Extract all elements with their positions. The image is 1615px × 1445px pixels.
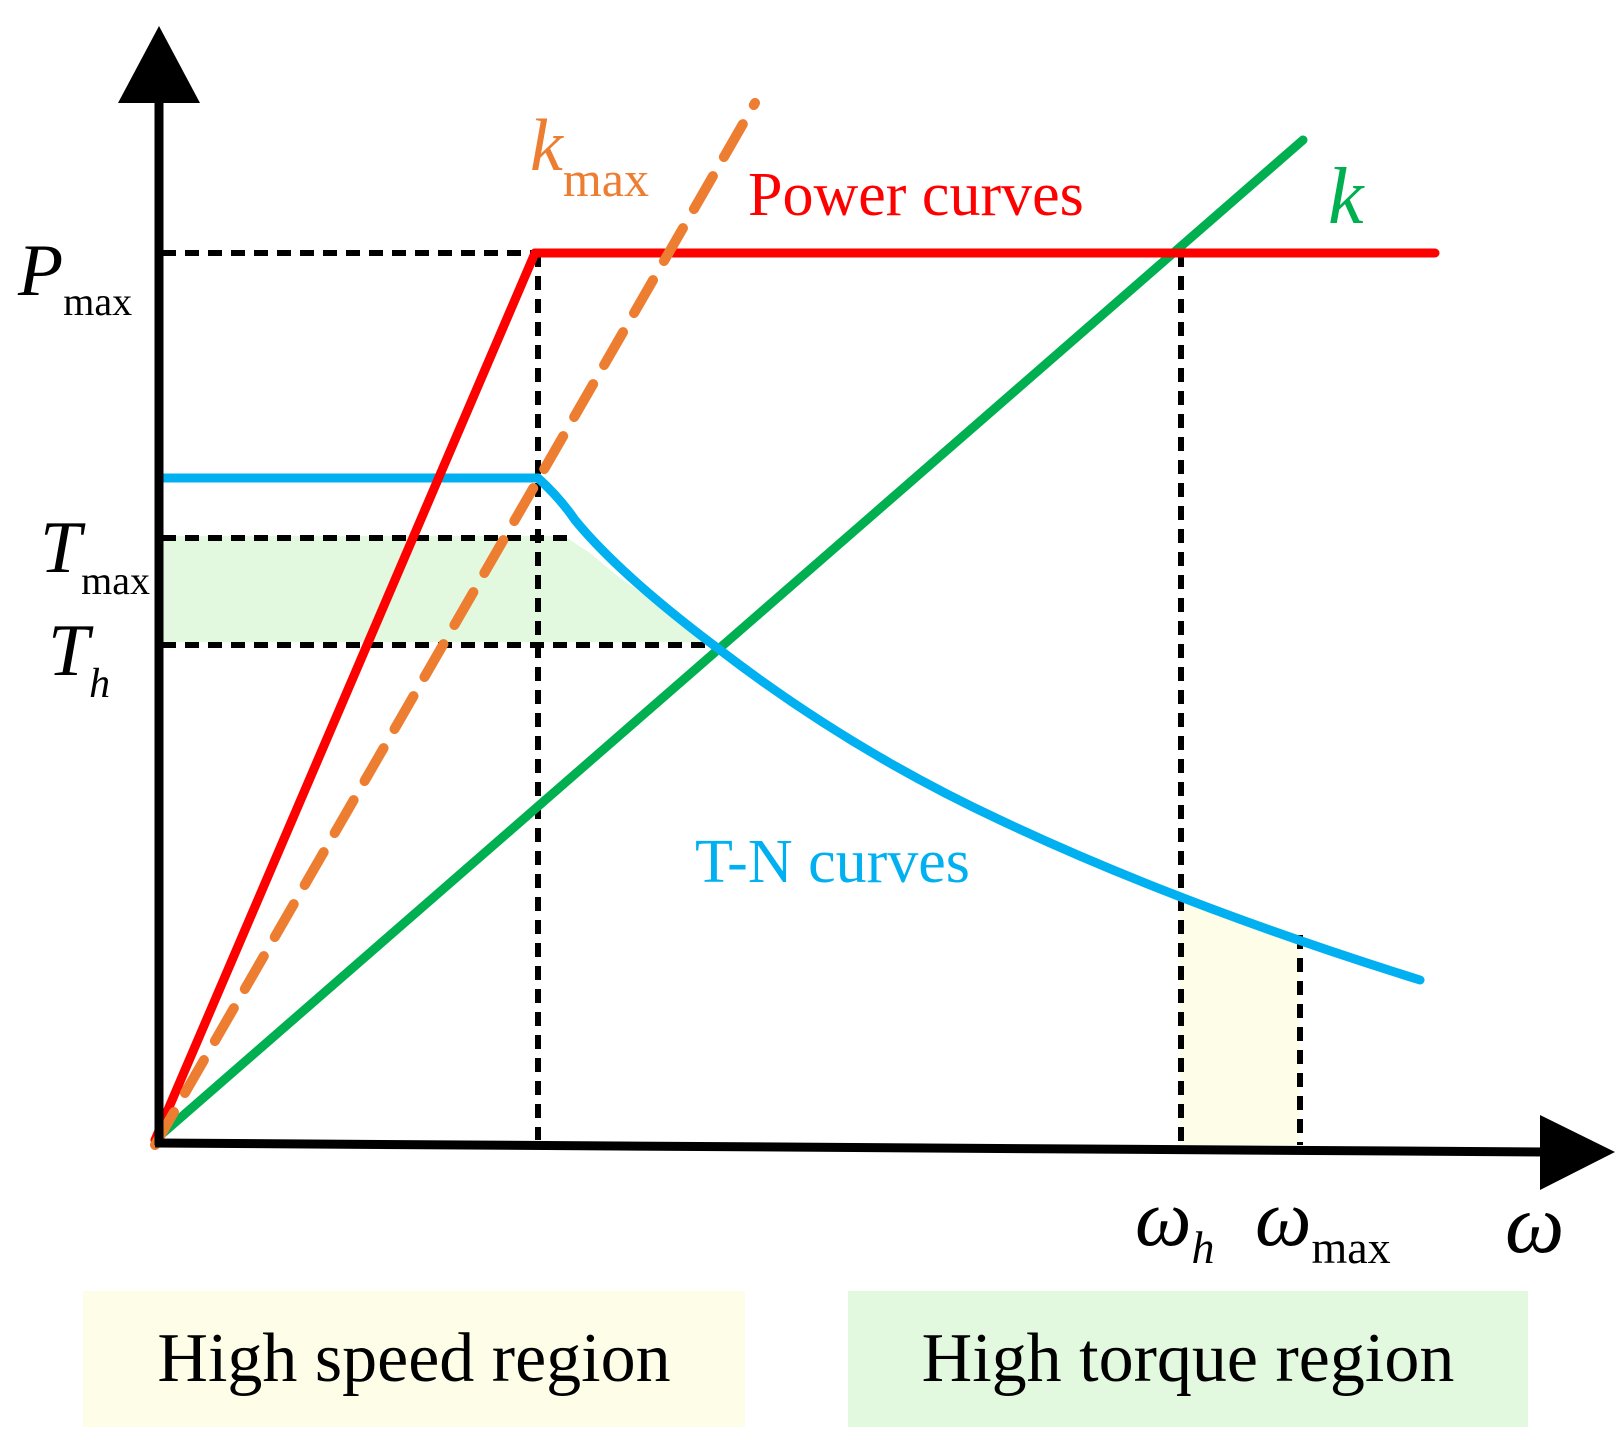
omega-h-subscript: h bbox=[1191, 1222, 1214, 1273]
omega-h-label: ωh bbox=[1135, 1175, 1214, 1273]
tn-curve bbox=[157, 473, 1425, 985]
x-axis-arrowhead bbox=[1540, 1115, 1615, 1190]
k-max-label: kmax bbox=[530, 105, 649, 207]
high-torque-region-label: High torque region bbox=[921, 1320, 1455, 1397]
p-max-subscript: max bbox=[63, 279, 132, 324]
t-max-label: Tmax bbox=[40, 507, 150, 603]
omega-max-subscript: max bbox=[1311, 1222, 1390, 1273]
t-max-subscript: max bbox=[81, 558, 150, 603]
power-curves-label: Power curves bbox=[748, 161, 1084, 229]
high-torque-shaded-area bbox=[162, 536, 712, 642]
omega-max-label: ωmax bbox=[1255, 1175, 1391, 1273]
power-curve bbox=[150, 248, 1440, 1145]
high-speed-region-label: High speed region bbox=[157, 1320, 671, 1397]
high-speed-region-box bbox=[83, 1291, 745, 1427]
y-axis-arrowhead bbox=[118, 26, 200, 103]
k-max-line bbox=[150, 98, 760, 1150]
high-torque-region-box bbox=[848, 1291, 1528, 1427]
tn-curves-label: T-N curves bbox=[695, 828, 970, 896]
t-h-label: Th bbox=[48, 610, 110, 707]
x-axis bbox=[154, 1138, 1546, 1157]
k-max-subscript: max bbox=[563, 151, 649, 207]
high-speed-shaded-area bbox=[1180, 893, 1300, 1145]
t-h-subscript: h bbox=[89, 661, 110, 707]
omega-axis-label: ω bbox=[1505, 1178, 1564, 1271]
k-label: k bbox=[1328, 153, 1365, 241]
p-max-label: Pmax bbox=[17, 230, 132, 324]
k-line bbox=[150, 135, 1308, 1145]
guide-lines bbox=[162, 250, 1303, 1145]
